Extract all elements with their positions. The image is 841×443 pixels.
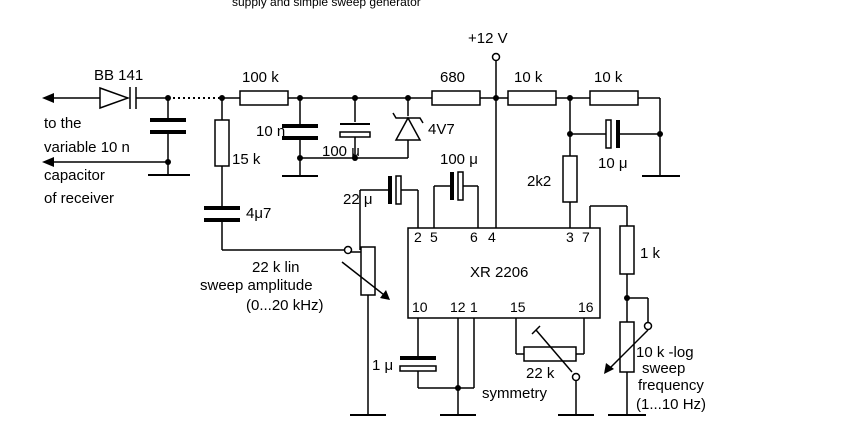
r-15k-label: 15 k <box>232 151 261 168</box>
r-680-label: 680 <box>440 69 465 86</box>
pot-amp-label: 22 k lin <box>252 259 300 276</box>
pin-6: 6 <box>470 229 478 245</box>
pot-freq-label: 10 k -log <box>636 344 694 361</box>
pot-freq-role-2: frequency <box>638 377 704 394</box>
zener-diode <box>394 116 422 141</box>
output-arrows <box>42 93 168 167</box>
pin-1: 1 <box>470 299 478 315</box>
cap-10n-top <box>148 98 190 176</box>
pin-2: 2 <box>414 229 422 245</box>
c-22u-label: 22 μ <box>343 191 373 208</box>
r-10k-a-label: 10 k <box>514 69 543 86</box>
c-100u-left-label: 100 μ <box>322 143 360 160</box>
c-10n-label: 10 n <box>256 123 285 140</box>
varicap-diode <box>99 86 168 110</box>
resistor-100k <box>239 90 289 106</box>
output-label-1: to the <box>44 115 82 132</box>
pot-amp-role: sweep amplitude <box>200 277 313 294</box>
ic-label: XR 2206 <box>470 264 528 281</box>
pot-freq-role-1: sweep <box>642 360 685 377</box>
pot-22k-lin <box>360 246 376 296</box>
r-100k-label: 100 k <box>242 69 279 86</box>
c-100u-mid-label: 100 μ <box>440 151 478 168</box>
pot-sym-role: symmetry <box>482 385 547 402</box>
output-label-4: of receiver <box>44 190 114 207</box>
r-1k-label: 1 k <box>640 245 661 262</box>
zener-label: 4V7 <box>428 121 455 138</box>
pot-22k-symmetry <box>523 346 577 362</box>
pin-3: 3 <box>566 229 574 245</box>
resistor-1k <box>619 225 635 275</box>
resistor-10k-b <box>589 90 639 106</box>
ic-xr2206 <box>407 227 601 319</box>
pin-7: 7 <box>582 229 590 245</box>
c-10u-label: 10 μ <box>598 155 628 172</box>
pin-16: 16 <box>578 299 594 315</box>
pot-freq-range: (1...10 Hz) <box>636 396 706 413</box>
resistor-15k <box>214 119 230 167</box>
pin-12: 12 <box>450 299 466 315</box>
pin-5: 5 <box>430 229 438 245</box>
c-4u7-label: 4μ7 <box>246 205 271 222</box>
pin-15: 15 <box>510 299 526 315</box>
varicap-label: BB 141 <box>94 67 143 84</box>
pot-amp-range: (0...20 kHz) <box>246 297 324 314</box>
resistor-2k2 <box>562 155 578 203</box>
pin-4: 4 <box>488 229 496 245</box>
c-1u-label: 1 μ <box>372 357 393 374</box>
output-label-3: capacitor <box>44 167 105 184</box>
supply-label: +12 V <box>468 30 508 47</box>
pin-10: 10 <box>412 299 428 315</box>
caption: supply and simple sweep generator <box>232 0 421 9</box>
resistor-10k-a <box>507 90 557 106</box>
resistor-680 <box>431 90 481 106</box>
pot-sym-label: 22 k <box>526 365 555 382</box>
output-label-2: variable 10 n <box>44 139 130 156</box>
r-2k2-label: 2k2 <box>527 173 551 190</box>
r-10k-b-label: 10 k <box>594 69 623 86</box>
